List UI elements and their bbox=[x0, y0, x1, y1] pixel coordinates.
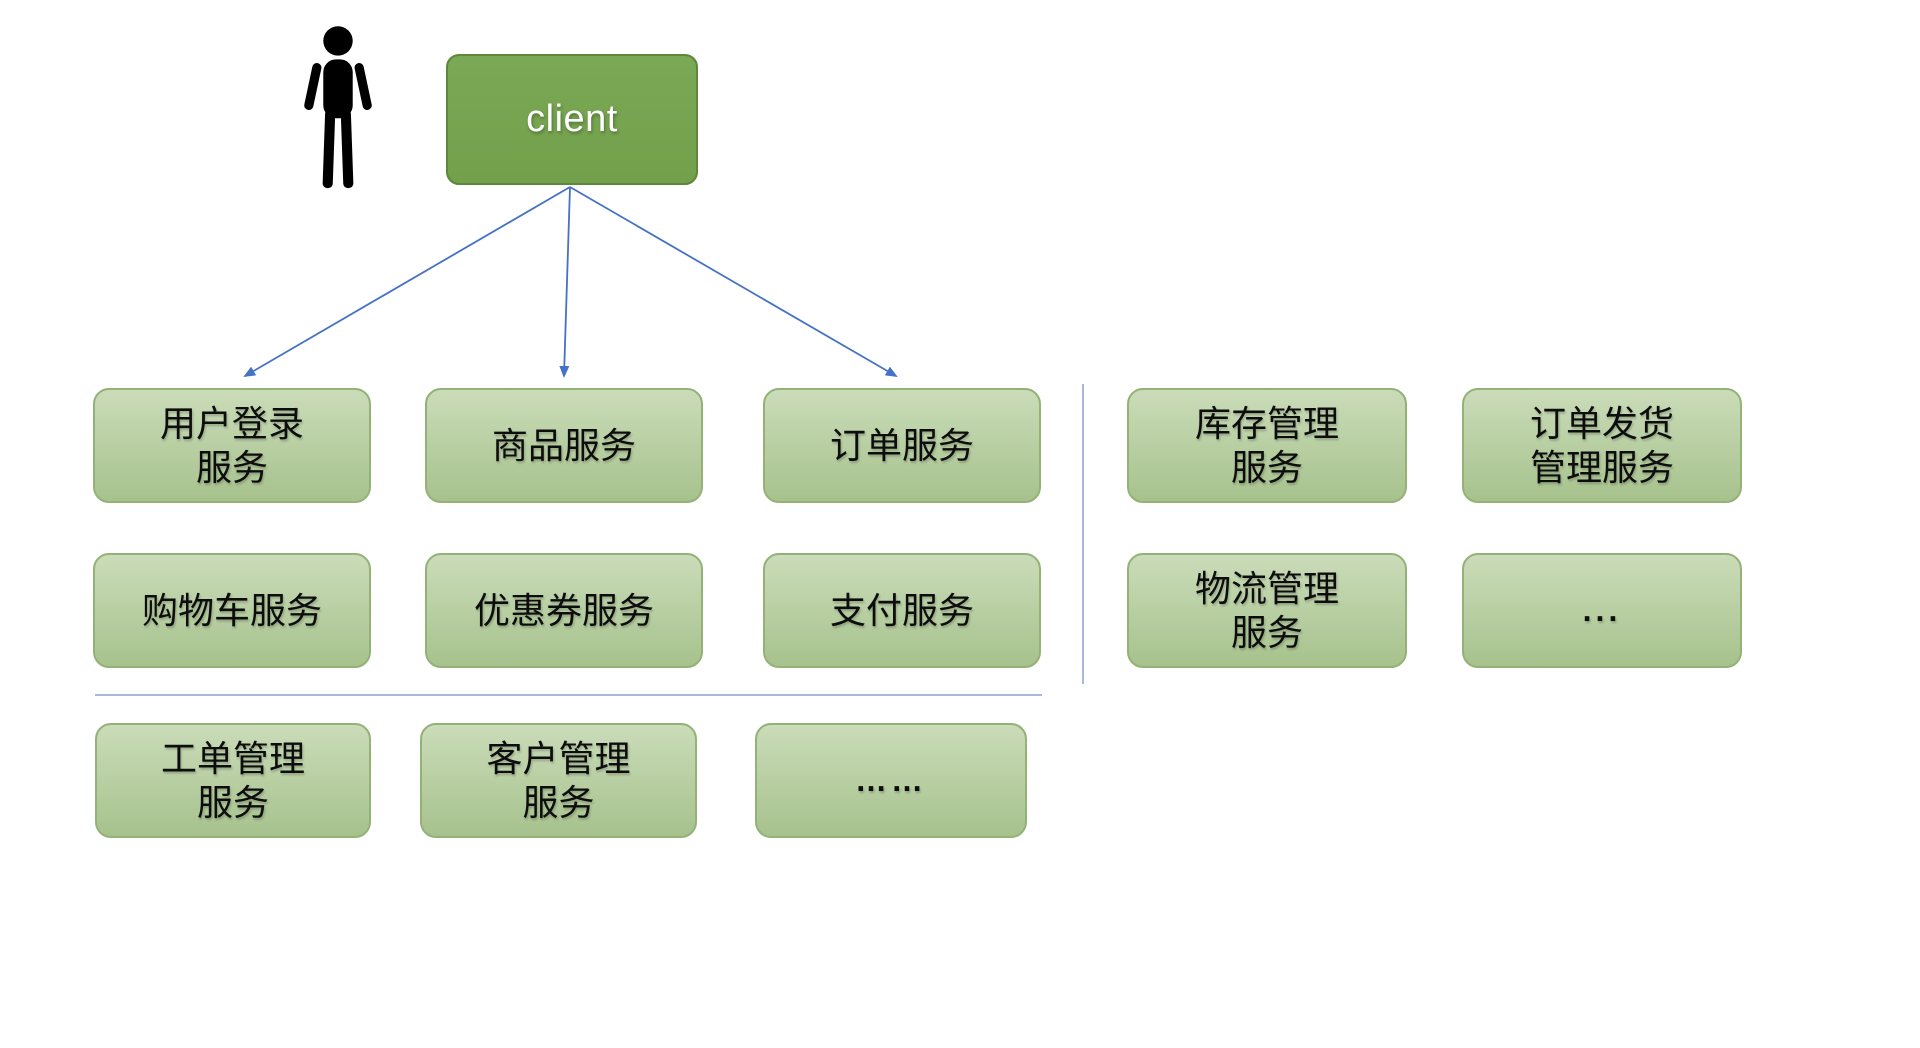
arrow-client-to-product bbox=[559, 186, 571, 378]
service-label: 购物车服务 bbox=[141, 589, 322, 631]
service-box-coupon: 优惠券服务 bbox=[425, 553, 703, 668]
service-box-order: 订单服务 bbox=[763, 388, 1041, 503]
service-box-ellipsis-right: ... bbox=[1462, 553, 1742, 668]
service-label: 优惠券服务 bbox=[473, 589, 654, 631]
service-label: 库存管理 服务 bbox=[1194, 402, 1339, 488]
service-label: 商品服务 bbox=[491, 424, 636, 466]
service-box-logistics-management: 物流管理 服务 bbox=[1127, 553, 1407, 668]
person-icon bbox=[304, 26, 372, 189]
arrow-client-to-order bbox=[569, 186, 898, 378]
service-label: 支付服务 bbox=[829, 589, 974, 631]
service-box-ellipsis-bottom: …… bbox=[755, 723, 1027, 838]
service-box-work-order-management: 工单管理 服务 bbox=[95, 723, 371, 838]
client-box: client bbox=[446, 54, 698, 185]
service-label: 物流管理 服务 bbox=[1194, 567, 1339, 653]
service-box-inventory-management: 库存管理 服务 bbox=[1127, 388, 1407, 503]
service-box-payment: 支付服务 bbox=[763, 553, 1041, 668]
client-label: client bbox=[526, 98, 618, 140]
service-label: 工单管理 服务 bbox=[160, 737, 305, 823]
service-box-user-login: 用户登录 服务 bbox=[93, 388, 371, 503]
service-label: 用户登录 服务 bbox=[159, 402, 304, 488]
service-label: …… bbox=[855, 761, 927, 798]
service-label: 客户管理 服务 bbox=[486, 737, 631, 823]
horizontal-divider bbox=[95, 694, 1042, 696]
service-box-shopping-cart: 购物车服务 bbox=[93, 553, 371, 668]
service-box-product: 商品服务 bbox=[425, 388, 703, 503]
service-box-order-shipping-management: 订单发货 管理服务 bbox=[1462, 388, 1742, 503]
vertical-divider bbox=[1082, 384, 1084, 684]
arrow-client-to-user-login bbox=[243, 186, 571, 378]
service-label: 订单发货 管理服务 bbox=[1529, 402, 1674, 488]
service-label: ... bbox=[1582, 591, 1622, 628]
service-label: 订单服务 bbox=[829, 424, 974, 466]
service-box-customer-management: 客户管理 服务 bbox=[420, 723, 697, 838]
